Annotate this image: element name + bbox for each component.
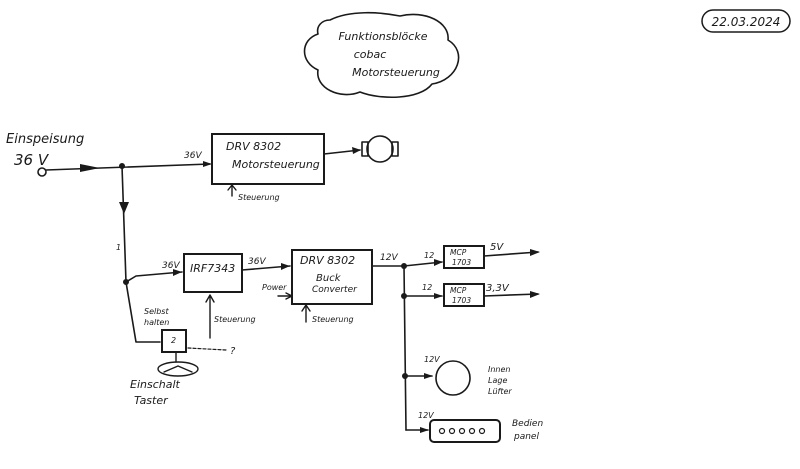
switch-label-2: Taster (134, 394, 169, 407)
fan-icon (435, 360, 471, 396)
title-line-2: cobac (354, 48, 387, 61)
ldo33-out-label: 3,3V (486, 283, 510, 294)
input-voltage: 36 V (14, 151, 50, 169)
buck-control-arrow (301, 304, 311, 323)
ldo5-out-label: 5V (490, 242, 504, 253)
title-line-3: Motorsteuerung (352, 66, 440, 79)
motor-arrowhead (352, 147, 361, 154)
self-hold-box-label: 2 (171, 336, 176, 345)
ldo33-line1: MCP (450, 286, 467, 295)
motor-driver-line1: DRV 8302 (226, 140, 281, 153)
switch-label-1: Einschalt (130, 378, 181, 391)
motor-in-label: 36V (184, 151, 202, 161)
motor-driver-control-arrow (227, 184, 237, 197)
ldo33-line2: 1703 (452, 296, 471, 305)
branch-line (121, 165, 127, 283)
switch-icon (163, 365, 193, 373)
ldo5-in-arrowhead (434, 259, 443, 266)
main-arrowhead (203, 161, 212, 167)
ldo5-in-label: 12 (424, 251, 434, 260)
mosfet-in-line (125, 271, 183, 283)
buck-line2: Buck (316, 273, 342, 284)
ldo5-line1: MCP (450, 248, 467, 257)
panel-in-label: 12V (418, 411, 434, 420)
mosfet-in-arrowhead (173, 269, 182, 276)
ldo33-in-label: 12 (422, 283, 432, 292)
mosfet-out-arrowhead (281, 263, 290, 270)
self-hold-label-2: halten (144, 318, 169, 327)
mosfet-in-label: 36V (162, 261, 180, 271)
branch-number: 1 (116, 243, 121, 252)
buck-line3: Converter (312, 285, 358, 295)
ldo5-out-arrowhead (530, 249, 540, 256)
fan-label-1: Innen (488, 365, 511, 374)
fan-in-label: 12V (424, 355, 440, 364)
bus-vertical (403, 265, 407, 431)
self-hold-block (161, 329, 187, 353)
input-arrow (80, 164, 100, 172)
ldo33-in-arrowhead (434, 293, 443, 299)
fan-in-arrowhead (424, 373, 433, 379)
ldo5-block (443, 245, 485, 269)
mosfet-label: IRF7343 (190, 262, 235, 275)
motor-icon (361, 135, 399, 163)
title-cloud (303, 11, 460, 99)
ldo5-out-line (483, 251, 539, 257)
main-line (45, 163, 211, 171)
buck-power-label: Power (262, 283, 287, 292)
date-text: 22.03.2024 (712, 15, 781, 29)
ldo33-block (443, 283, 485, 307)
motor-driver-line2: Motorsteuerung (232, 158, 320, 171)
panel-label-2: panel (513, 432, 539, 442)
buck-block (291, 249, 373, 305)
mosfet-block (183, 253, 243, 293)
panel-in-arrowhead (420, 427, 429, 433)
panel-label-1: Bedien (512, 419, 543, 429)
self-hold-wire (125, 281, 161, 343)
buck-power-arrow (277, 292, 293, 300)
branch-arrowhead (119, 202, 129, 214)
buck-out-label: 12V (380, 253, 398, 263)
mosfet-out-label: 36V (248, 257, 266, 267)
fan-label-3: Lüfter (488, 387, 512, 396)
input-terminal (37, 167, 47, 177)
ldo33-out-line (483, 293, 539, 297)
self-hold-question-line (187, 347, 227, 351)
self-hold-up-arrow (205, 294, 215, 339)
motor-driver-control-label: Steuerung (238, 193, 280, 202)
date-box (701, 9, 791, 33)
ldo33-out-arrowhead (530, 291, 540, 298)
self-hold-question: ? (230, 346, 236, 357)
self-hold-steuerung-label: Steuerung (214, 315, 256, 324)
title-line-1: Funktionsblöcke (339, 30, 428, 43)
motor-driver-block (211, 133, 325, 185)
input-label: Einspeisung (6, 132, 84, 147)
panel-buttons-icon (438, 427, 486, 435)
ldo5-line2: 1703 (452, 258, 471, 267)
buck-control-label: Steuerung (312, 315, 354, 324)
switch-outline (157, 361, 199, 377)
self-hold-label-1: Selbst (144, 307, 169, 316)
buck-line1: DRV 8302 (300, 254, 355, 267)
fan-label-2: Lage (488, 376, 507, 385)
